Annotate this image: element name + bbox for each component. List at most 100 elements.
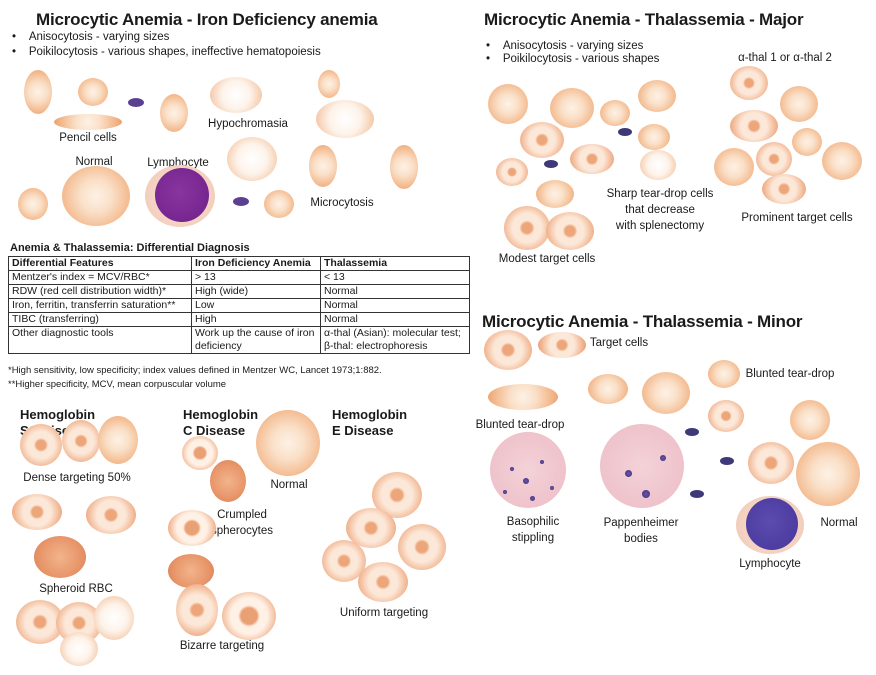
label-uniform-targeting: Uniform targeting <box>339 607 429 619</box>
label-modest-target: Modest target cells <box>498 253 596 265</box>
header-features: Differential Features <box>8 256 192 271</box>
platelet <box>720 457 734 465</box>
header-thal: Thalassemia <box>320 256 470 271</box>
target-cell <box>484 330 532 370</box>
target-cell <box>62 420 100 462</box>
stipple-dot <box>523 478 529 484</box>
stipple-dot <box>510 467 514 471</box>
table-cell: Other diagnostic tools <box>8 326 192 354</box>
hypochromic-cell <box>227 137 277 181</box>
target-cell <box>520 122 564 158</box>
label-blunted-teardrop-2: Blunted tear-drop <box>475 419 565 431</box>
stipple-dot <box>530 496 535 501</box>
header-ida: Iron Deficiency Anemia <box>191 256 321 271</box>
target-cell <box>346 508 396 548</box>
table-row: RDW (red cell distribution width)* High … <box>8 284 470 299</box>
label-pencil-cells: Pencil cells <box>59 132 117 144</box>
hb-c-title: Hemoglobin C Disease <box>183 407 259 438</box>
rbc-oval <box>160 94 188 132</box>
label-crumpled-spherocytes: Crumpled spherocytes <box>210 509 273 537</box>
table-cell: Normal <box>320 298 470 313</box>
target-cell <box>570 144 614 174</box>
platelet <box>233 197 249 206</box>
thal-minor-title: Microcytic Anemia - Thalassemia - Minor <box>482 312 803 331</box>
platelet <box>690 490 704 498</box>
platelet <box>128 98 144 107</box>
ida-bullet-1: • Anisocytosis - varying sizes <box>12 31 170 43</box>
hypochromic-cell <box>316 100 374 138</box>
bizarre-target-cell <box>176 584 218 636</box>
stipple-dot <box>550 486 554 490</box>
teardrop-cell <box>550 88 594 128</box>
label-normal: Normal <box>75 156 113 168</box>
table-cell: Low <box>191 298 321 313</box>
label-pappenheimer-bodies: Pappenheimer bodies <box>603 517 679 545</box>
table-cell: α-thal (Asian): molecular test; β-thal: … <box>320 326 470 354</box>
target-cell <box>12 494 62 530</box>
label-sharp-teardrop: Sharp tear-drop cells that decrease with… <box>606 188 714 232</box>
table-note-2: **Higher specificity, MCV, mean corpuscu… <box>8 379 227 390</box>
rbc <box>780 86 818 122</box>
rbc <box>642 372 690 414</box>
target-cell <box>358 562 408 602</box>
label-minor-lymphocyte: Lymphocyte <box>739 558 801 570</box>
target-cell <box>748 442 794 484</box>
target-cell <box>168 510 216 546</box>
table-cell: RDW (red cell distribution width)* <box>8 284 192 299</box>
target-cell <box>398 524 446 570</box>
pencil-cell <box>54 114 122 130</box>
target-cell <box>756 142 792 176</box>
blunted-teardrop <box>488 384 558 410</box>
table-cell: Normal <box>320 284 470 299</box>
microcyte <box>264 190 294 218</box>
rbc <box>638 124 670 150</box>
rbc-oval <box>24 70 52 114</box>
differential-table: Differential Features Iron Deficiency An… <box>8 256 470 354</box>
crumpled-spherocyte <box>210 460 246 502</box>
label-basophilic-stippling: Basophilic stippling <box>506 516 560 544</box>
table-row: TIBC (transferring) High Normal <box>8 312 470 327</box>
rbc <box>790 400 830 440</box>
rbc <box>714 148 754 186</box>
rbc <box>792 128 822 156</box>
normal-rbc <box>256 410 320 476</box>
target-cell <box>546 212 594 250</box>
label-bizarre-targeting: Bizarre targeting <box>179 640 265 652</box>
target-cell <box>86 496 136 534</box>
pappenheimer-body <box>642 490 650 498</box>
table-cell: Normal <box>320 312 470 327</box>
label-spheroid-rbc: Spheroid RBC <box>39 583 113 595</box>
rbc-oval <box>390 145 418 189</box>
table-cell: Work up the cause of iron deficiency <box>191 326 321 354</box>
table-note-1: *High sensitivity, low specificity; inde… <box>8 365 382 376</box>
stipple-dot <box>503 490 507 494</box>
target-cell <box>538 332 586 358</box>
table-cell: < 13 <box>320 270 470 285</box>
table-row: Other diagnostic tools Work up the cause… <box>8 326 470 354</box>
blunted-teardrop <box>708 360 740 388</box>
pappenheimer-body <box>625 470 632 477</box>
label-alpha-thal: α-thal 1 or α-thal 2 <box>738 52 832 64</box>
rbc <box>78 78 108 106</box>
spheroid-rbc <box>34 536 86 578</box>
pale-cell <box>60 632 98 666</box>
ida-bullet-2: • Poikilocytosis - various shapes, ineff… <box>12 46 321 58</box>
teardrop-cell <box>488 84 528 124</box>
normal-rbc <box>796 442 860 506</box>
hypochromic-cell <box>210 77 262 113</box>
basophilic-stippling-cell <box>490 432 566 508</box>
lymphocyte-nucleus <box>155 168 209 222</box>
table-cell: > 13 <box>191 270 321 285</box>
label-minor-normal: Normal <box>820 517 858 529</box>
table-cell: High <box>191 312 321 327</box>
table-header-row: Differential Features Iron Deficiency An… <box>8 256 470 271</box>
target-cell <box>730 110 778 142</box>
platelet <box>544 160 558 168</box>
bizarre-target-cell <box>222 592 276 640</box>
target-cell <box>762 174 806 204</box>
target-cell <box>708 400 744 432</box>
table-cell: High (wide) <box>191 284 321 299</box>
label-hb-c-normal: Normal <box>270 479 308 491</box>
rbc-oval <box>309 145 337 187</box>
table-cell: TIBC (transferring) <box>8 312 192 327</box>
